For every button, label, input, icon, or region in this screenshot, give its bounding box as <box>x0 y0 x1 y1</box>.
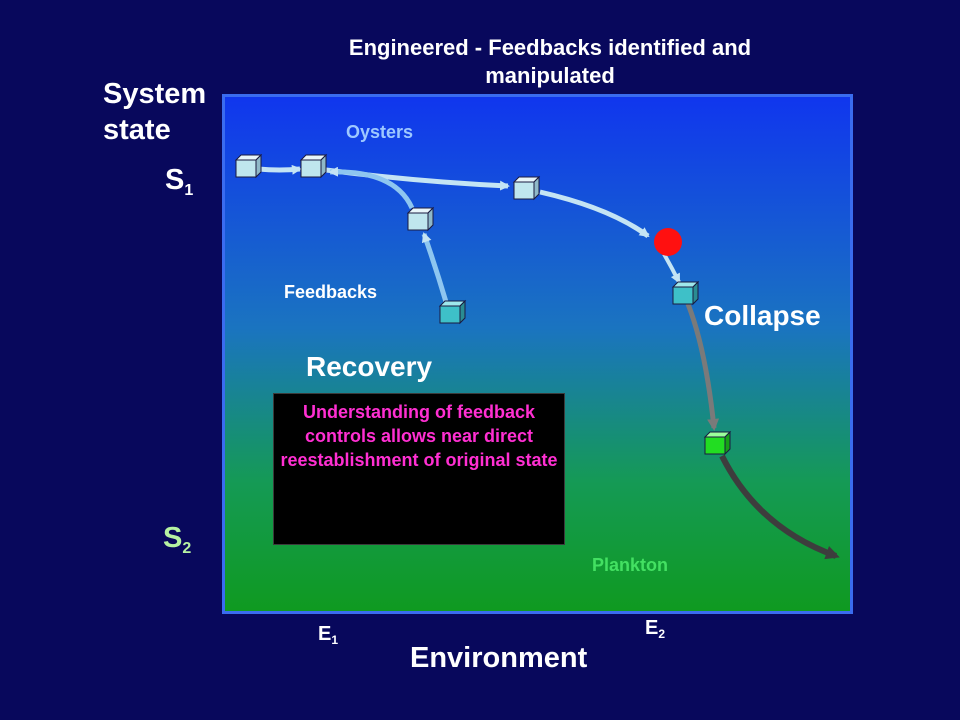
diagram-title: Engineered - Feedbacks identified and ma… <box>270 34 830 90</box>
trajectory-arrow-4 <box>662 253 681 284</box>
y-axis-label-line-2: state <box>103 114 171 146</box>
e2-sub: 2 <box>658 627 666 641</box>
trajectory-arrow-3 <box>539 189 650 239</box>
environment-e1-label: E1 <box>318 624 338 646</box>
trajectory-arrow-1 <box>257 164 302 175</box>
cube-transition-1 <box>512 175 541 201</box>
state-s1-label: S1 <box>165 166 193 199</box>
title-line-1: Engineered - Feedbacks identified and <box>348 35 752 60</box>
s1-main: S <box>165 164 185 196</box>
y-axis-label: System state <box>103 76 206 148</box>
oysters-label: Oysters <box>346 122 413 142</box>
recovery-note-text: Understanding of feedback controls allow… <box>280 402 558 470</box>
arrows <box>257 164 840 560</box>
state-s2-label: S2 <box>163 524 191 557</box>
feedbacks-label: Feedbacks <box>284 282 377 302</box>
cube-feedback-1 <box>406 206 435 232</box>
recovery-label: Recovery <box>306 351 433 382</box>
plankton-arrow <box>719 454 840 560</box>
collapse-label: Collapse <box>704 300 821 331</box>
y-axis-label-line-1: System <box>103 78 207 110</box>
x-axis-label: Environment <box>410 642 588 674</box>
s2-sub: 2 <box>182 540 192 557</box>
feedback-arrow-1 <box>328 166 415 210</box>
e2-main: E <box>645 617 659 639</box>
tipping-point-marker <box>654 228 682 256</box>
cube-oyster-1 <box>234 153 263 179</box>
cube-collapse-start <box>671 280 700 306</box>
environment-e2-label: E2 <box>645 618 665 640</box>
feedback-arrow-2 <box>421 232 449 303</box>
e1-main: E <box>318 623 332 645</box>
cube-oyster-2 <box>299 153 328 179</box>
collapse-arrow <box>685 303 720 431</box>
e1-sub: 1 <box>331 633 339 647</box>
cube-feedback-2 <box>438 299 467 325</box>
plankton-label: Plankton <box>592 555 668 575</box>
cube-plankton <box>703 430 732 456</box>
title-line-2: manipulated <box>485 63 615 88</box>
recovery-note-box: Understanding of feedback controls allow… <box>273 393 565 545</box>
s1-sub: 1 <box>184 182 194 199</box>
s2-main: S <box>163 522 183 554</box>
